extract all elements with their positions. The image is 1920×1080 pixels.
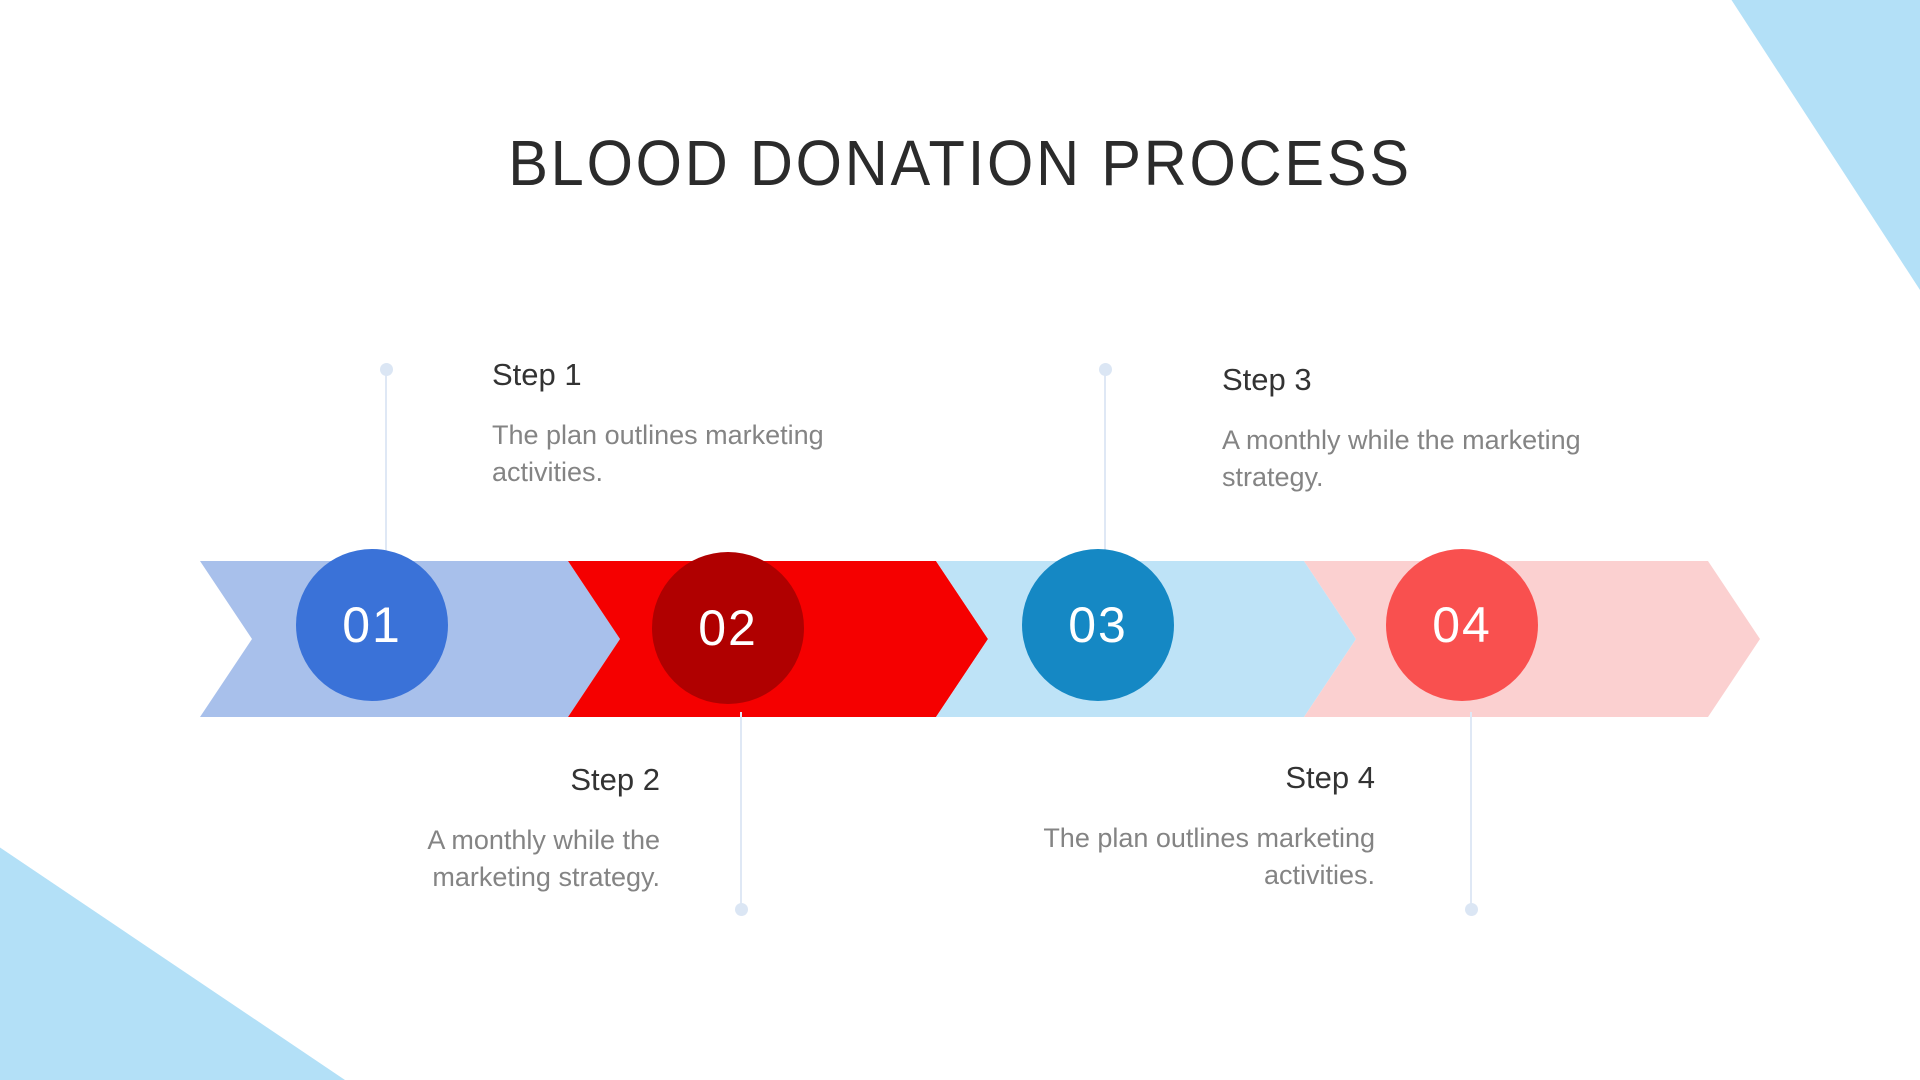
step-heading-3: Step 3 — [1222, 362, 1312, 397]
step-marker-01[interactable]: 01 — [296, 549, 448, 701]
step-body-3: A monthly while the marketing strategy. — [1222, 425, 1581, 493]
connector-line-step-4 — [1470, 712, 1472, 908]
step-number-01: 01 — [342, 597, 402, 653]
connector-dot-step-3 — [1099, 363, 1112, 376]
step-heading-1: Step 1 — [492, 357, 582, 392]
step-number-04: 04 — [1432, 597, 1492, 653]
bottom-left-triangle-decoration — [0, 847, 345, 1080]
page-title: BLOOD DONATION PROCESS — [508, 127, 1412, 199]
step-heading-2: Step 2 — [570, 762, 660, 797]
step-heading-4: Step 4 — [1285, 760, 1375, 795]
step-body-1: The plan outlines marketing activities. — [492, 420, 824, 488]
connector-line-step-2 — [740, 712, 742, 908]
step-body-2: A monthly while the marketing strategy. — [427, 825, 660, 893]
step-marker-03[interactable]: 03 — [1022, 549, 1174, 701]
step-marker-04[interactable]: 04 — [1386, 549, 1538, 701]
connector-dot-step-4 — [1465, 903, 1478, 916]
step-text-block-2: Step 2 A monthly while the marketing str… — [320, 762, 660, 897]
step-text-block-3: Step 3 A monthly while the marketing str… — [1222, 362, 1582, 497]
step-marker-02[interactable]: 02 — [652, 552, 804, 704]
step-number-03: 03 — [1068, 597, 1128, 653]
step-text-block-4: Step 4 The plan outlines marketing activ… — [1035, 760, 1375, 895]
step-text-block-1: Step 1 The plan outlines marketing activ… — [492, 357, 852, 492]
connector-line-step-1 — [385, 369, 387, 554]
step-number-02: 02 — [698, 600, 758, 656]
connector-dot-step-1 — [380, 363, 393, 376]
step-body-4: The plan outlines marketing activities. — [1043, 823, 1375, 891]
connector-dot-step-2 — [735, 903, 748, 916]
connector-line-step-3 — [1104, 369, 1106, 554]
